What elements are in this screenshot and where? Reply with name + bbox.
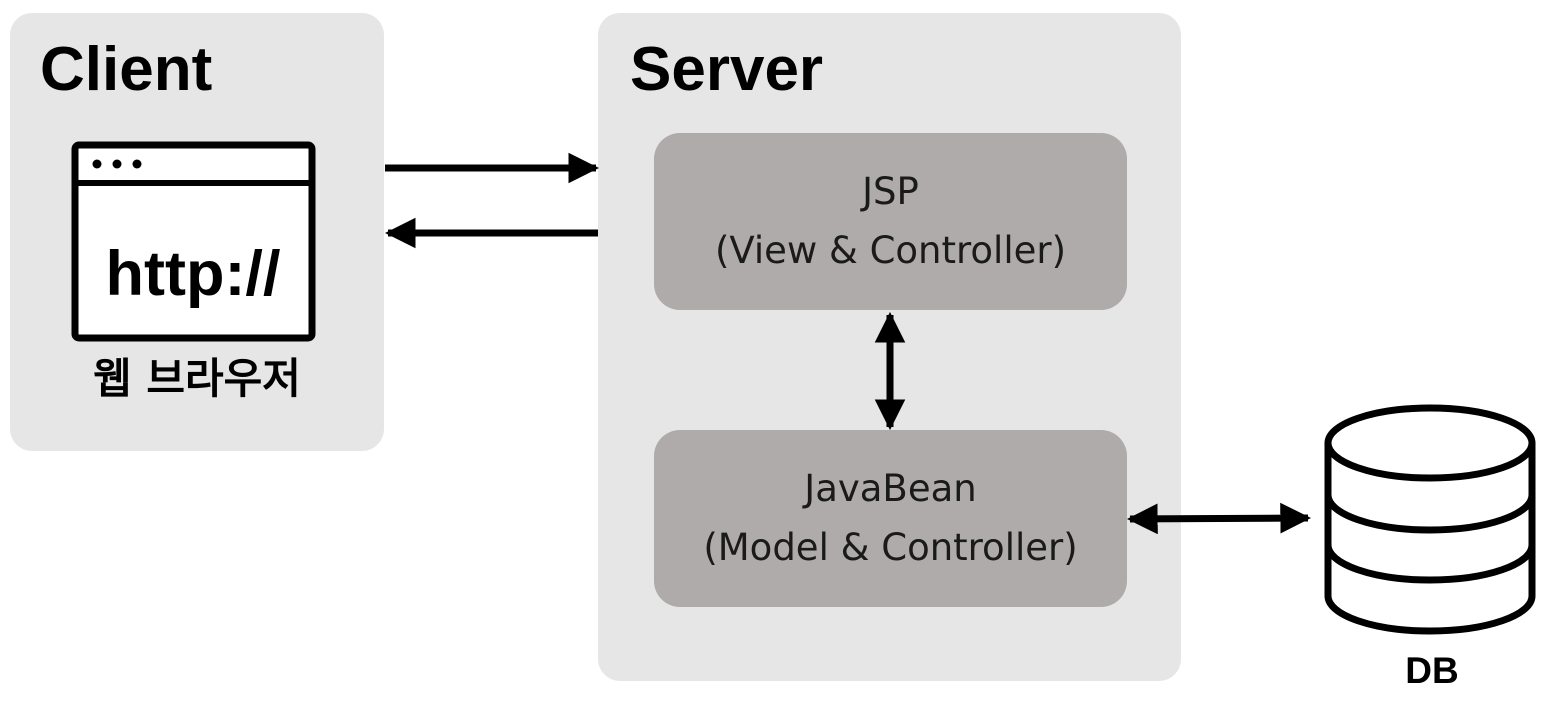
client-title: Client bbox=[40, 35, 213, 104]
browser-label: 웹 브라우저 bbox=[93, 354, 301, 403]
browser-window-icon: http:// bbox=[71, 141, 316, 342]
db-label: DB bbox=[1405, 650, 1459, 691]
javabean-name: JavaBean bbox=[804, 467, 977, 511]
javabean-role: (Model & Controller) bbox=[703, 525, 1078, 569]
browser-url-text: http:// bbox=[106, 239, 281, 309]
jsp-role: (View & Controller) bbox=[714, 228, 1067, 272]
jsp-component: JSP (View & Controller) bbox=[654, 133, 1127, 310]
javabean-db-arrow bbox=[1126, 502, 1312, 535]
javabean-component: JavaBean (Model & Controller) bbox=[654, 430, 1127, 607]
jsp-name: JSP bbox=[862, 170, 919, 214]
database-icon bbox=[1324, 404, 1536, 635]
server-title: Server bbox=[630, 35, 824, 104]
